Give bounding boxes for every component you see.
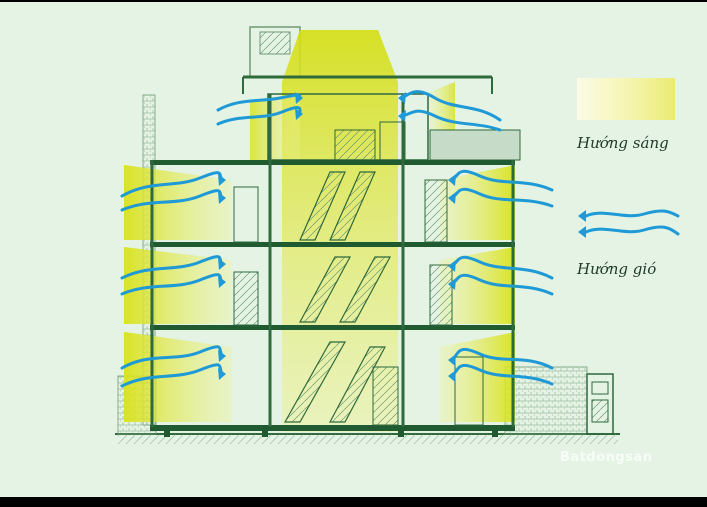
building-structure — [150, 75, 521, 437]
staircase — [283, 171, 392, 423]
foundation — [118, 434, 618, 444]
watermark: Batdongsan — [560, 450, 653, 465]
right-neighbour-block — [504, 366, 588, 435]
wind-waves-icon — [578, 209, 680, 238]
legend-light-label: Hướng sáng — [577, 134, 669, 152]
diagram-frame: Hướng sáng Hướng gió Batdongsan — [0, 2, 707, 497]
building-section-diagram — [115, 26, 620, 444]
wind-arrowheads — [218, 92, 456, 382]
right-small-house — [586, 373, 614, 435]
wind-arrows — [120, 90, 554, 388]
legend-wind-label: Hướng gió — [577, 260, 657, 278]
light-gradient-swatch — [577, 78, 675, 120]
